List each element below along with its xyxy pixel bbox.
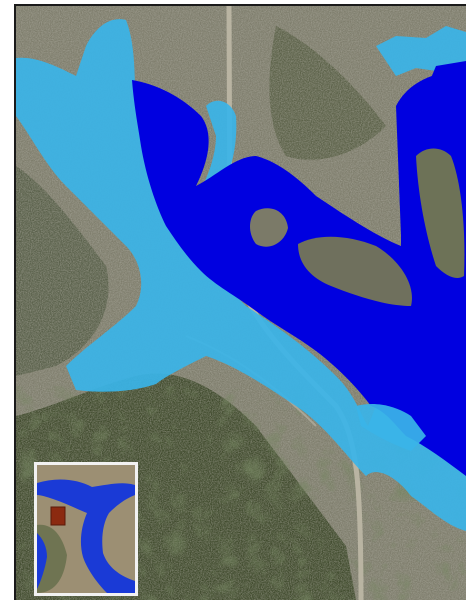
- inset-bay-water[interactable]: [37, 479, 135, 593]
- peninsula-tiburon: [298, 236, 412, 306]
- inset-map-graphic: [37, 465, 135, 593]
- inset-land-green: [37, 524, 67, 593]
- inundated-area-northeast[interactable]: [376, 26, 466, 76]
- inset-study-area-highlight[interactable]: [50, 506, 66, 526]
- island-center: [250, 208, 288, 247]
- flood-map[interactable]: [16, 6, 466, 600]
- inundated-area-main[interactable]: [16, 19, 466, 531]
- locator-inset-map[interactable]: [34, 462, 138, 596]
- inundated-area-southeast[interactable]: [356, 404, 426, 451]
- peninsula-east: [416, 148, 465, 278]
- bay-water-main[interactable]: [132, 61, 466, 476]
- map-frame: [14, 4, 466, 600]
- inset-ocean: [37, 533, 47, 589]
